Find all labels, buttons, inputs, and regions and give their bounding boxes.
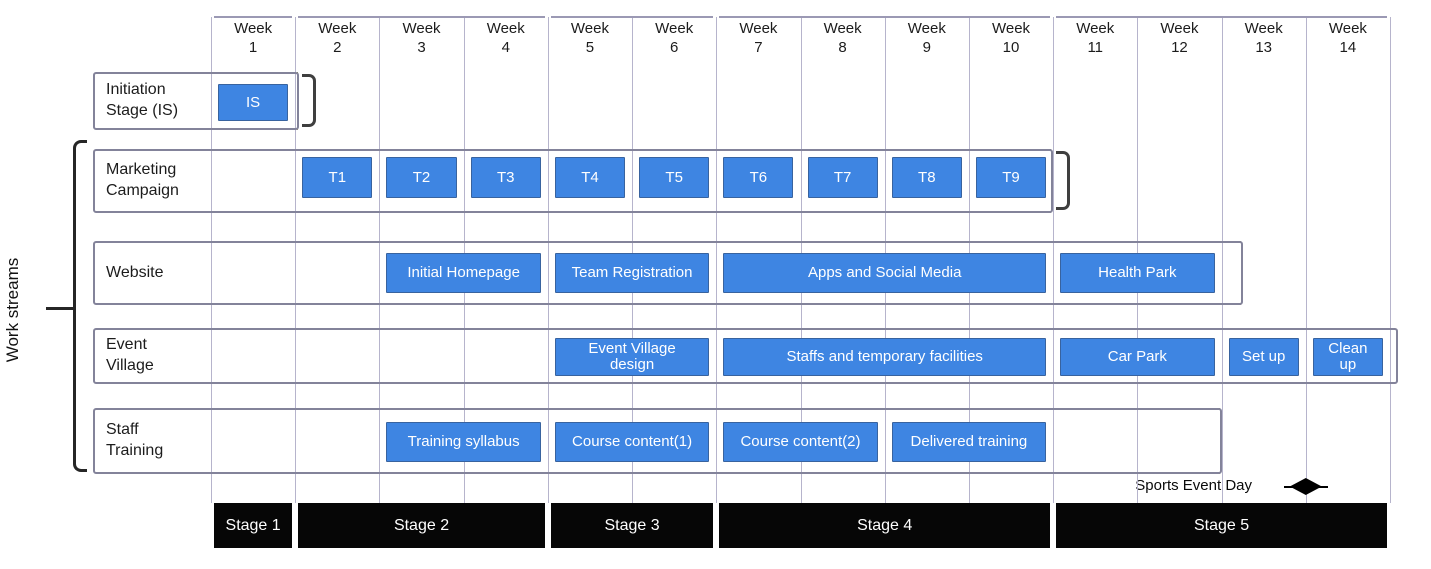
task-bar: T1: [302, 157, 373, 198]
week-header: Week 9: [907, 20, 946, 56]
header-top-line: [298, 16, 545, 18]
task-bar: Apps and Social Media: [723, 253, 1047, 293]
header-top-line: [550, 16, 714, 18]
week-gridline: [716, 17, 718, 503]
row-label: Initiation Stage (IS): [106, 81, 179, 119]
task-bar: Health Park: [1060, 253, 1215, 293]
workstreams-label: Work streams: [3, 257, 22, 363]
task-bar: T8: [891, 157, 962, 198]
week-gridline: [1305, 17, 1307, 503]
header-top-line: [1056, 16, 1387, 18]
week-gridline: [1053, 17, 1055, 503]
row-frame: [93, 328, 1399, 384]
row-frame: [93, 72, 300, 130]
week-header: Week 8: [823, 20, 862, 56]
stage-segment: Stage 1: [214, 503, 293, 548]
task-bar: Team Registration: [554, 253, 710, 293]
week-header: Week 6: [655, 20, 694, 56]
task-bar: Course content(1): [554, 422, 710, 462]
week-header: Week 3: [402, 20, 441, 56]
task-bar: T9: [975, 157, 1047, 198]
row-label: Website: [106, 263, 164, 281]
task-bar: Course content(2): [723, 422, 878, 462]
week-header: Week 5: [570, 20, 609, 56]
week-gridline: [547, 17, 549, 503]
stage-segment: Stage 4: [719, 503, 1051, 548]
stage-segment: Stage 5: [1056, 503, 1387, 548]
task-bar: T3: [470, 157, 541, 198]
week-header: Week 7: [739, 20, 778, 56]
row-frame: [93, 149, 1054, 213]
task-bar: T5: [639, 157, 710, 198]
week-header: Week 12: [1160, 20, 1199, 56]
week-header: Week 13: [1244, 20, 1283, 56]
task-bar: T6: [723, 157, 794, 198]
task-bar: Training syllabus: [386, 422, 541, 462]
week-gridline: [379, 17, 381, 503]
week-header: Week 11: [1076, 20, 1115, 56]
row-frame: [93, 408, 1222, 474]
task-bar: Clean up: [1312, 338, 1383, 376]
task-bar: T7: [807, 157, 878, 198]
task-bar: Initial Homepage: [386, 253, 541, 293]
workstreams-brace-icon: [73, 140, 87, 472]
week-header: Week 10: [991, 20, 1031, 56]
row-label: Marketing Campaign: [106, 161, 179, 199]
row-frame: [93, 241, 1243, 305]
stage-segment: Stage 2: [298, 503, 545, 548]
row-label: Event Village: [106, 336, 154, 374]
milestone-label: Sports Event Day: [1135, 477, 1252, 494]
task-bar: T2: [386, 157, 457, 198]
row-end-bracket: [302, 74, 317, 127]
week-header: Week 1: [234, 20, 273, 56]
task-bar: IS: [218, 84, 289, 121]
task-bar: Set up: [1228, 338, 1299, 376]
task-bar: Staffs and temporary facilities: [723, 338, 1047, 376]
week-header: Week 14: [1328, 20, 1367, 56]
week-header: Week 4: [486, 20, 525, 56]
task-bar: T4: [554, 157, 626, 198]
header-top-line: [214, 16, 293, 18]
task-bar: Event Village design: [554, 338, 710, 376]
week-gridline: [1390, 17, 1391, 503]
workstreams-brace-tick: [46, 307, 75, 310]
milestone-diamond: [1289, 478, 1322, 495]
week-header: Week 2: [318, 20, 357, 56]
task-bar: Delivered training: [891, 422, 1047, 462]
header-top-line: [719, 16, 1051, 18]
week-gridline: [1221, 17, 1223, 503]
week-gridline: [211, 17, 212, 503]
week-gridline: [295, 17, 297, 503]
task-bar: Car Park: [1060, 338, 1215, 376]
row-end-bracket: [1056, 151, 1071, 210]
row-label: Staff Training: [106, 421, 164, 459]
stage-segment: Stage 3: [550, 503, 714, 548]
